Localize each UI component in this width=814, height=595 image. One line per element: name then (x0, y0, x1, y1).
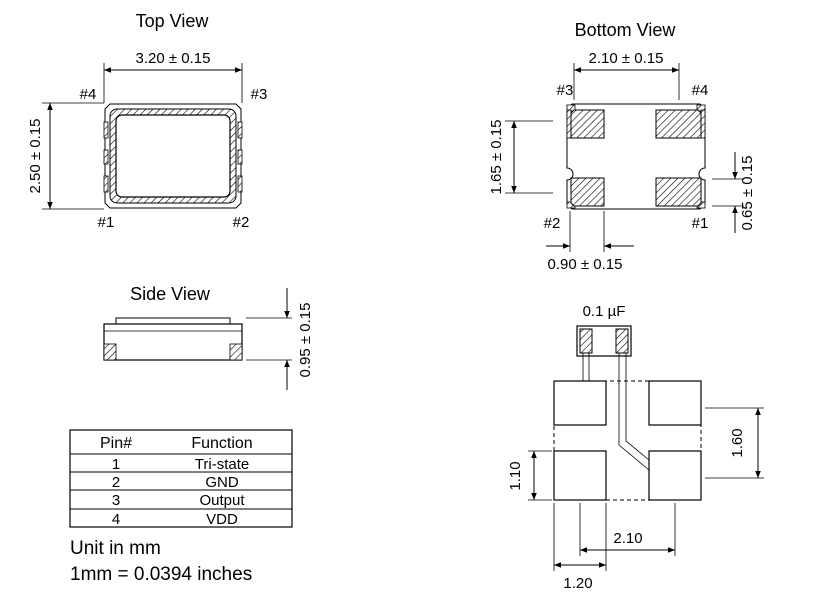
bottom-pin-1: #1 (692, 215, 709, 232)
table-row: 1 Tri-state (112, 456, 249, 473)
bottom-pad-3 (570, 109, 605, 139)
bottom-pad-4 (655, 109, 702, 139)
table-header-function: Function (191, 435, 252, 452)
bottom-pin-4: #4 (692, 82, 709, 99)
land-pad (648, 380, 702, 426)
top-view-title: Top View (136, 11, 210, 31)
bottom-pad-1 (655, 177, 702, 207)
table-row: 4 VDD (112, 511, 238, 528)
table-cell-pin: 2 (112, 474, 120, 491)
table-cell-function: VDD (206, 511, 238, 528)
top-view: Top View 3.20 ± 0.15 2.50 ± 0.15 #4 #3 #… (27, 11, 267, 231)
table-cell-pin: 4 (112, 511, 120, 528)
table-cell-pin: 1 (112, 456, 120, 473)
dim-1-60: 1.60 (729, 428, 746, 457)
bottom-pad-size-dim: 0.65 ± 0.15 (739, 156, 756, 231)
unit-conversion: 1mm = 0.0394 inches (70, 564, 252, 585)
table-cell-function: GND (205, 474, 239, 491)
capacitor (576, 325, 632, 357)
side-view: Side View 0.95 ± 0.15 (103, 284, 314, 390)
land-pad (648, 450, 702, 501)
bottom-pin-2: #2 (544, 215, 561, 232)
side-view-title: Side View (130, 284, 211, 304)
side-package-body (103, 317, 243, 361)
dim-1-20: 1.20 (563, 575, 592, 592)
top-pin-4: #4 (80, 86, 97, 103)
bottom-package-body (566, 103, 706, 210)
table-row: 3 Output (112, 492, 246, 509)
bottom-view-title: Bottom View (575, 20, 677, 40)
pin-table: Pin# Function 1 Tri-state 2 GND 3 Output… (69, 429, 293, 528)
top-height-dim: 2.50 ± 0.15 (27, 119, 44, 194)
side-thickness-dim: 0.95 ± 0.15 (297, 303, 314, 378)
table-cell-function: Output (199, 492, 245, 509)
top-package-body (103, 103, 243, 209)
unit-label: Unit in mm (70, 538, 161, 559)
land-pad (553, 380, 607, 426)
bottom-view: Bottom View 2.10 ± 0.15 1.65 ± 0.15 (488, 20, 756, 273)
dim-2-10: 2.10 (613, 530, 642, 547)
table-row: 2 GND (112, 474, 239, 491)
land-pad (553, 450, 607, 501)
land-package-outline (553, 380, 702, 501)
table-cell-pin: 3 (112, 492, 120, 509)
top-width-dim: 3.20 ± 0.15 (136, 50, 211, 67)
trace-right (618, 353, 650, 471)
bottom-pad-width-dim: 0.90 ± 0.15 (548, 256, 623, 273)
dim-1-10: 1.10 (507, 461, 524, 490)
capacitor-label: 0.1 µF (583, 303, 626, 320)
top-pin-2: #2 (233, 214, 250, 231)
bottom-spacing-dim: 2.10 ± 0.15 (589, 50, 664, 67)
trace-left (582, 353, 590, 381)
bottom-pad-height-dim: 1.65 ± 0.15 (488, 120, 505, 195)
table-cell-function: Tri-state (195, 456, 249, 473)
top-pin-3: #3 (251, 86, 268, 103)
table-header-pin: Pin# (100, 435, 132, 452)
land-pattern: 0.1 µF 1.60 1.10 2.10 (507, 303, 764, 592)
bottom-pin-3: #3 (557, 82, 574, 99)
bottom-pad-2 (570, 177, 605, 207)
top-pin-1: #1 (98, 214, 115, 231)
